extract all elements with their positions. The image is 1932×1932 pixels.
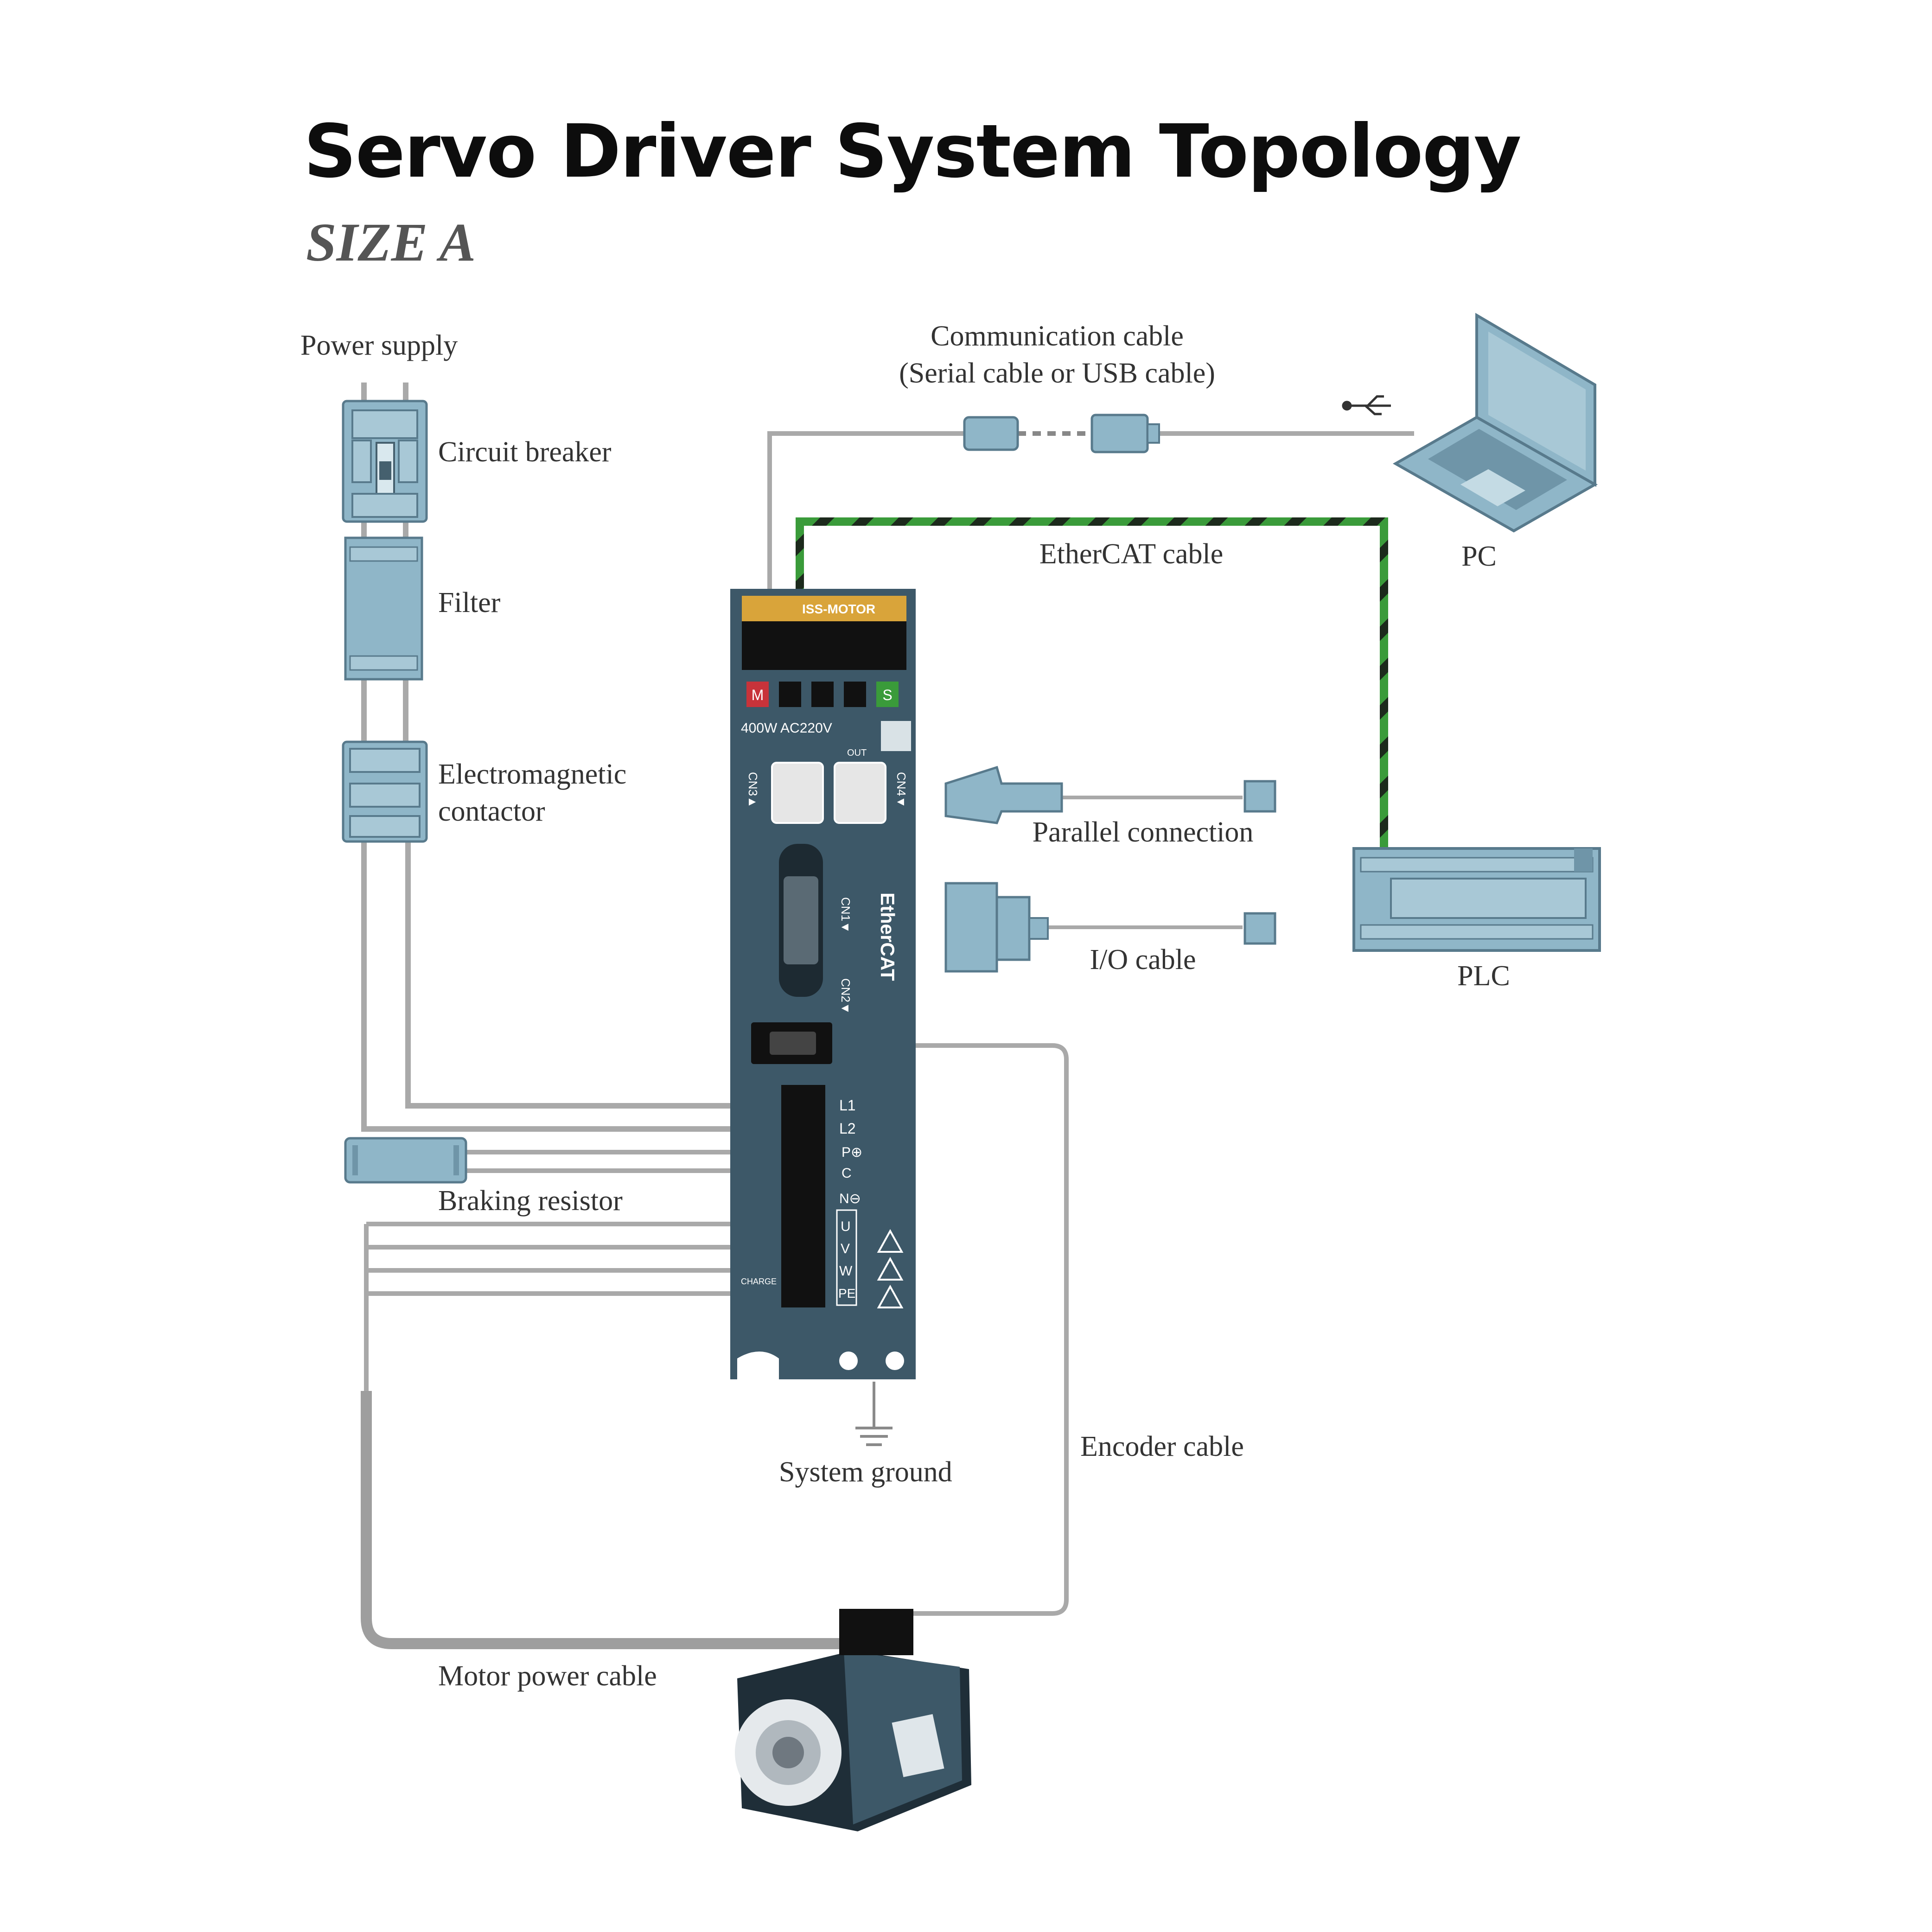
label-system-ground: System ground xyxy=(779,1456,952,1488)
terminal-label: C xyxy=(842,1166,852,1181)
key-s-label: S xyxy=(882,687,892,703)
mount-hole xyxy=(839,1352,858,1370)
label-ethercat-cable: EtherCAT cable xyxy=(1039,538,1224,570)
terminal-label: U xyxy=(841,1219,851,1234)
terminal-label: V xyxy=(841,1241,850,1256)
led-display xyxy=(742,621,906,670)
plc-unit xyxy=(1352,847,1601,952)
circuit-breaker xyxy=(342,400,428,523)
label-contactor-line2: contactor xyxy=(438,796,545,827)
motor-connector xyxy=(839,1609,913,1655)
cn3-port xyxy=(771,762,824,824)
power-terminal-block xyxy=(781,1085,825,1307)
key-up xyxy=(779,682,801,707)
label-encoder-cable: Encoder cable xyxy=(1080,1431,1244,1462)
motor-shaft xyxy=(772,1737,804,1768)
label-comm-cable-line1: Communication cable xyxy=(931,320,1184,352)
brand-label: ISS-MOTOR xyxy=(802,602,875,616)
braking-resistor xyxy=(344,1137,467,1184)
nameplate xyxy=(892,1714,944,1778)
label-pc: PC xyxy=(1461,541,1497,572)
serial-connector-male xyxy=(963,416,1019,451)
encoder-cable xyxy=(830,1043,1069,1616)
page-title: Servo Driver System Topology xyxy=(304,109,1522,194)
warning-icon xyxy=(877,1229,904,1308)
brand-strip xyxy=(742,596,906,621)
ground-line xyxy=(855,1382,893,1446)
motor-power-cable xyxy=(361,1222,848,1649)
qr-code xyxy=(881,721,911,751)
power-cables xyxy=(361,383,770,1132)
key-s xyxy=(876,682,899,707)
key-m-label: M xyxy=(752,687,764,703)
label-parallel-connection: Parallel connection xyxy=(1033,816,1254,848)
braking-resistor-cables xyxy=(466,1150,770,1173)
io-connector xyxy=(944,882,1276,973)
electromagnetic-contactor xyxy=(342,740,428,843)
page-subtitle: SIZE A xyxy=(306,212,476,273)
filter xyxy=(344,536,423,681)
terminal-label: N⊖ xyxy=(839,1191,861,1206)
out-label: OUT xyxy=(847,748,867,758)
label-motor-power-cable: Motor power cable xyxy=(438,1660,657,1692)
servo-driver: ISS-MOTOR M S 400W AC220V OUT CN3▲ CN4▼ … xyxy=(730,589,916,1379)
serial-connector-female xyxy=(1090,414,1160,453)
communication-cable xyxy=(767,431,1414,589)
label-braking-resistor: Braking resistor xyxy=(438,1185,623,1217)
label-power-supply: Power supply xyxy=(300,330,458,361)
usb-icon xyxy=(1342,395,1391,415)
label-plc: PLC xyxy=(1457,960,1510,992)
cn4-port xyxy=(834,762,886,824)
mount-hole xyxy=(886,1352,904,1370)
rating-label: 400W AC220V xyxy=(741,721,832,736)
key-shift xyxy=(844,682,866,707)
ethercat-logo: EtherCAT xyxy=(877,893,899,981)
key-m xyxy=(746,682,769,707)
label-comm-cable-line2: (Serial cable or USB cable) xyxy=(899,357,1215,389)
labels: Power supply Circuit breaker Filter Elec… xyxy=(300,320,1510,1692)
cn2-label: CN2▼ xyxy=(839,978,853,1014)
label-circuit-breaker: Circuit breaker xyxy=(438,436,612,468)
mount-slot xyxy=(737,1352,779,1379)
terminal-label: P⊕ xyxy=(842,1145,862,1160)
servo-motor xyxy=(735,1609,971,1831)
pc-laptop-icon xyxy=(1392,312,1598,533)
terminal-label: L2 xyxy=(839,1120,856,1137)
parallel-connector xyxy=(944,765,1276,824)
label-contactor-line1: Electromagnetic xyxy=(438,759,626,790)
terminal-label: L1 xyxy=(839,1097,856,1114)
label-filter: Filter xyxy=(438,587,501,618)
charge-label: CHARGE xyxy=(741,1277,777,1286)
terminal-label: W xyxy=(839,1263,853,1279)
cn4-label: CN4▼ xyxy=(894,772,908,808)
label-io-cable: I/O cable xyxy=(1090,944,1196,976)
cn1-label: CN1▼ xyxy=(839,897,853,933)
cn3-label: CN3▲ xyxy=(746,772,760,808)
terminal-label: PE xyxy=(838,1286,855,1301)
key-down xyxy=(811,682,834,707)
